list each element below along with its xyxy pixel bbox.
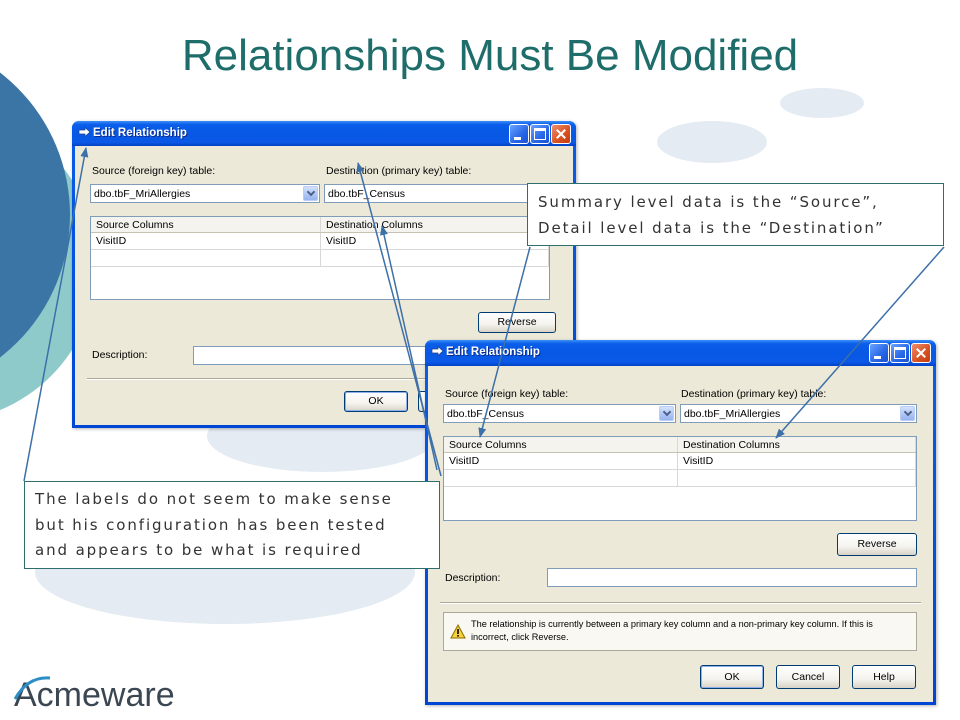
cancel-button[interactable]: Cancel bbox=[776, 665, 840, 689]
callout-line: and appears to be what is required bbox=[35, 541, 363, 559]
description-label: Description: bbox=[445, 572, 501, 584]
decor-ellipse bbox=[780, 88, 864, 118]
reverse-button[interactable]: Reverse bbox=[837, 533, 917, 556]
chevron-down-icon[interactable] bbox=[659, 406, 674, 421]
maximize-icon bbox=[894, 347, 906, 359]
chevron-down-icon[interactable] bbox=[900, 406, 915, 421]
relationship-icon bbox=[431, 345, 444, 359]
destination-table-label: Destination (primary key) table: bbox=[681, 388, 827, 400]
grid-cell-source-column[interactable]: VisitID bbox=[91, 233, 321, 249]
grid-cell-destination-column[interactable]: VisitID bbox=[321, 233, 549, 249]
source-table-value: dbo.tbF_Census bbox=[447, 408, 525, 420]
maximize-button[interactable] bbox=[890, 343, 910, 363]
relationship-icon-graphic bbox=[431, 345, 444, 357]
logo-wordmark: Acmeware bbox=[14, 676, 175, 714]
close-icon bbox=[555, 128, 567, 140]
chevron-down-icon[interactable] bbox=[303, 186, 318, 201]
grid-cell-empty[interactable] bbox=[678, 470, 916, 486]
table-row[interactable]: VisitID VisitID bbox=[444, 453, 916, 470]
destination-table-label: Destination (primary key) table: bbox=[326, 165, 472, 177]
minimize-icon bbox=[514, 137, 521, 140]
maximize-button[interactable] bbox=[530, 124, 550, 144]
callout-line: Detail level data is the “Destination” bbox=[538, 219, 885, 237]
close-button[interactable] bbox=[911, 343, 931, 363]
minimize-button[interactable] bbox=[869, 343, 889, 363]
description-field[interactable] bbox=[193, 346, 453, 365]
grid-header-row: Source Columns Destination Columns bbox=[444, 437, 916, 453]
warning-icon bbox=[450, 623, 466, 639]
grid-cell-empty[interactable] bbox=[91, 250, 321, 266]
grid-header-source-columns: Source Columns bbox=[91, 217, 321, 232]
table-row-empty[interactable] bbox=[444, 470, 916, 487]
close-button[interactable] bbox=[551, 124, 571, 144]
minimize-icon bbox=[874, 356, 881, 359]
callout-line: but his configuration has been tested bbox=[35, 515, 387, 534]
help-button[interactable]: Help bbox=[852, 665, 916, 689]
reverse-button[interactable]: Reverse bbox=[478, 312, 556, 333]
relationship-icon bbox=[78, 126, 91, 140]
minimize-button[interactable] bbox=[509, 124, 529, 144]
separator bbox=[440, 602, 921, 604]
dialog-title: Edit Relationship bbox=[93, 127, 187, 139]
callout-line: Summary level data is the “Source”, bbox=[538, 193, 879, 211]
dialog-body: Source (foreign key) table: Destination … bbox=[428, 366, 933, 702]
description-label: Description: bbox=[92, 349, 148, 361]
logo-graphic: Acmeware bbox=[13, 676, 175, 714]
table-row[interactable]: VisitID VisitID bbox=[91, 233, 549, 250]
edit-relationship-dialog-front: Edit Relationship Source (foreign key) t… bbox=[425, 340, 936, 705]
warning-text: The relationship is currently between a … bbox=[471, 619, 873, 642]
acmeware-logo: Acmeware bbox=[12, 666, 184, 714]
decor-ellipse bbox=[657, 121, 767, 163]
maximize-icon bbox=[534, 128, 546, 140]
warning-icon-graphic bbox=[450, 623, 466, 639]
grid-header-row: Source Columns Destination Columns bbox=[91, 217, 549, 233]
destination-table-value: dbo.tbF_MriAllergies bbox=[684, 408, 781, 420]
callout-source-destination-note: Summary level data is the “Source”, Deta… bbox=[527, 183, 944, 246]
source-table-combo[interactable]: dbo.tbF_Census bbox=[443, 404, 676, 423]
destination-table-combo[interactable]: dbo.tbF_MriAllergies bbox=[680, 404, 917, 423]
callout-labels-note: The labels do not seem to make sense but… bbox=[24, 481, 440, 569]
column-mapping-grid[interactable]: Source Columns Destination Columns Visit… bbox=[90, 216, 550, 300]
grid-header-source-columns: Source Columns bbox=[444, 437, 678, 452]
destination-table-value: dbo.tbF_Census bbox=[328, 188, 406, 200]
column-mapping-grid[interactable]: Source Columns Destination Columns Visit… bbox=[443, 436, 917, 521]
grid-cell-source-column[interactable]: VisitID bbox=[444, 453, 678, 469]
separator bbox=[87, 378, 561, 380]
title-bar[interactable]: Edit Relationship bbox=[425, 340, 936, 366]
table-row-empty[interactable] bbox=[91, 250, 549, 267]
dialog-title: Edit Relationship bbox=[446, 346, 540, 358]
grid-cell-destination-column[interactable]: VisitID bbox=[678, 453, 916, 469]
warning-message-box: The relationship is currently between a … bbox=[443, 612, 917, 651]
source-table-label: Source (foreign key) table: bbox=[445, 388, 569, 400]
relationship-icon-graphic bbox=[78, 126, 91, 138]
source-table-combo[interactable]: dbo.tbF_MriAllergies bbox=[90, 184, 320, 203]
logo-swoosh bbox=[13, 676, 51, 700]
ok-button[interactable]: OK bbox=[700, 665, 764, 689]
ok-button[interactable]: OK bbox=[344, 391, 408, 412]
description-field[interactable] bbox=[547, 568, 917, 587]
grid-header-destination-columns: Destination Columns bbox=[321, 217, 549, 232]
source-table-label: Source (foreign key) table: bbox=[92, 165, 216, 177]
source-table-value: dbo.tbF_MriAllergies bbox=[94, 188, 191, 200]
grid-cell-empty[interactable] bbox=[444, 470, 678, 486]
callout-line: The labels do not seem to make sense bbox=[35, 490, 393, 508]
title-bar[interactable]: Edit Relationship bbox=[72, 121, 576, 146]
slide-title: Relationships Must Be Modified bbox=[181, 31, 799, 80]
grid-cell-empty[interactable] bbox=[321, 250, 549, 266]
grid-header-destination-columns: Destination Columns bbox=[678, 437, 916, 452]
close-icon bbox=[915, 347, 927, 359]
